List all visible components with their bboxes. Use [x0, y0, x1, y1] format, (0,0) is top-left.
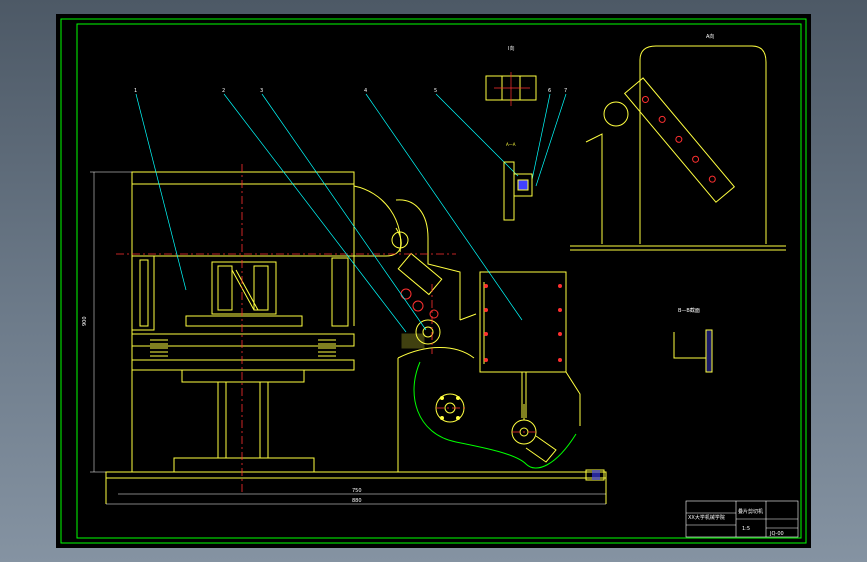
view-label-top-detail: I向 [508, 45, 514, 52]
top-detail-axes [494, 72, 530, 106]
shear-link [397, 252, 443, 349]
view-label-bottom-section: B—B截面 [678, 307, 700, 314]
spring-left [150, 339, 168, 361]
dimension-lines [90, 171, 606, 505]
balloon-6: 6 [548, 88, 551, 94]
title-block-drawing-no: JQ-00 [769, 531, 784, 537]
balloon-2: 2 [222, 88, 225, 94]
outer-border [60, 18, 807, 544]
base-block-hatch [592, 470, 600, 480]
inner-border [76, 23, 802, 539]
dim-height: 900 [82, 316, 88, 326]
flywheel-housing [353, 185, 475, 472]
dim-width-inner: 750 [352, 488, 362, 494]
balloon-5: 5 [434, 88, 437, 94]
drawing-sheet: 900 750 880 1 2 3 4 5 6 7 I向 A—A A向 [56, 14, 811, 548]
dim-width-overall: 880 [352, 498, 362, 504]
view-label-right-view: A向 [706, 33, 714, 40]
balloon-1: 1 [134, 88, 137, 94]
centerlines [116, 164, 536, 492]
section-bb-view [673, 329, 713, 373]
section-aa-view [503, 161, 533, 221]
gearbox-holes [484, 284, 562, 362]
housing-contour-green [413, 361, 577, 469]
right-gearbox [459, 271, 581, 426]
balloon-labels: 1 2 3 4 5 6 7 [134, 88, 567, 94]
balloon-4: 4 [364, 88, 367, 94]
spring-right [318, 339, 336, 361]
right-side-view [570, 45, 786, 251]
view-label-section-aa: A—A [506, 142, 516, 147]
flange-right [511, 404, 557, 463]
title-block-title: 叠片剪切机 [738, 508, 763, 515]
title-block-company: XX大学机械学院 [688, 514, 725, 521]
balloon-3: 3 [260, 88, 263, 94]
press-assembly [105, 171, 607, 504]
title-block [685, 500, 799, 538]
title-block-scale: 1:5 [742, 526, 750, 532]
cad-drawing-canvas[interactable]: 900 750 880 1 2 3 4 5 6 7 I向 A—A A向 [56, 14, 811, 548]
balloon-7: 7 [564, 88, 567, 94]
leader-lines [135, 93, 567, 333]
